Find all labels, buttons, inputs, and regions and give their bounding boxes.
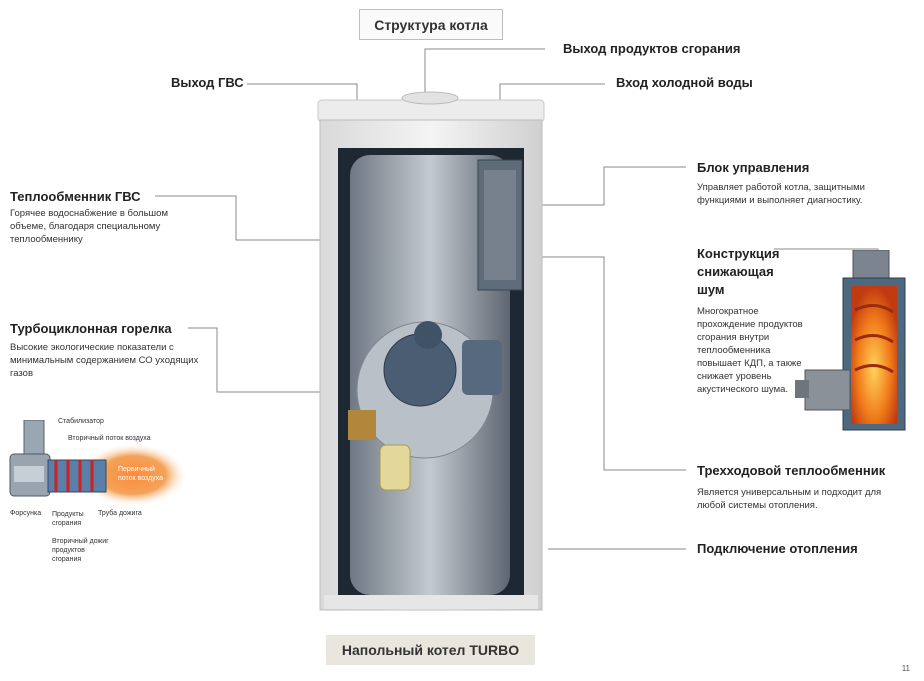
noise-title-line-2: снижающая [697,264,774,279]
control-unit-desc: Управляет работой котла, защитными функц… [697,182,865,206]
burner-title: Турбоциклонная горелка [10,321,172,336]
cold-water-in-label: Вход холодной воды [616,75,753,90]
product-name-label: Напольный котел TURBO [326,635,535,665]
burner-diagram [9,420,188,507]
three-pass-hx-desc: Является универсальным и подходит для лю… [697,487,882,511]
control-unit-title: Блок управления [697,160,810,175]
burner-secondary-afterburn-label: Вторичный дожиг продуктов сгорания [52,538,109,563]
burner-stabilizer-label: Стабилизатор [58,418,104,425]
noise-title: Конструкция снижающая шум [697,245,779,299]
boiler-illustration [317,91,545,611]
burner-combustion-products-label: Продукты сгорания [52,511,84,527]
three-pass-hx-title: Трехходовой теплообменник [697,463,886,478]
dhw-out-label: Выход ГВС [171,75,244,90]
noise-title-line-1: Конструкция [697,246,780,261]
page-number: 11 [901,664,910,673]
burner-nozzle-label: Форсунка [10,510,42,517]
dhw-hx-title: Теплообменник ГВС [10,189,141,204]
burner-primary-air-label: Первичный поток воздуха [118,466,163,482]
flue-out-label: Выход продуктов сгорания [563,41,741,56]
burner-secondary-air-label: Вторичный поток воздуха [68,435,151,442]
noise-construction-illustration [795,250,906,431]
burner-afterburn-tube-label: Труба дожига [98,510,142,517]
page-title: Структура котла [359,9,503,40]
noise-desc: Многократное прохождение продуктов сгора… [697,306,803,395]
dhw-hx-desc: Горячее водоснабжение в большом объеме, … [10,208,168,245]
heating-connection-label: Подключение отопления [697,541,858,556]
noise-title-line-3: шум [697,282,725,297]
burner-desc: Высокие экологические показатели с миним… [10,342,199,379]
